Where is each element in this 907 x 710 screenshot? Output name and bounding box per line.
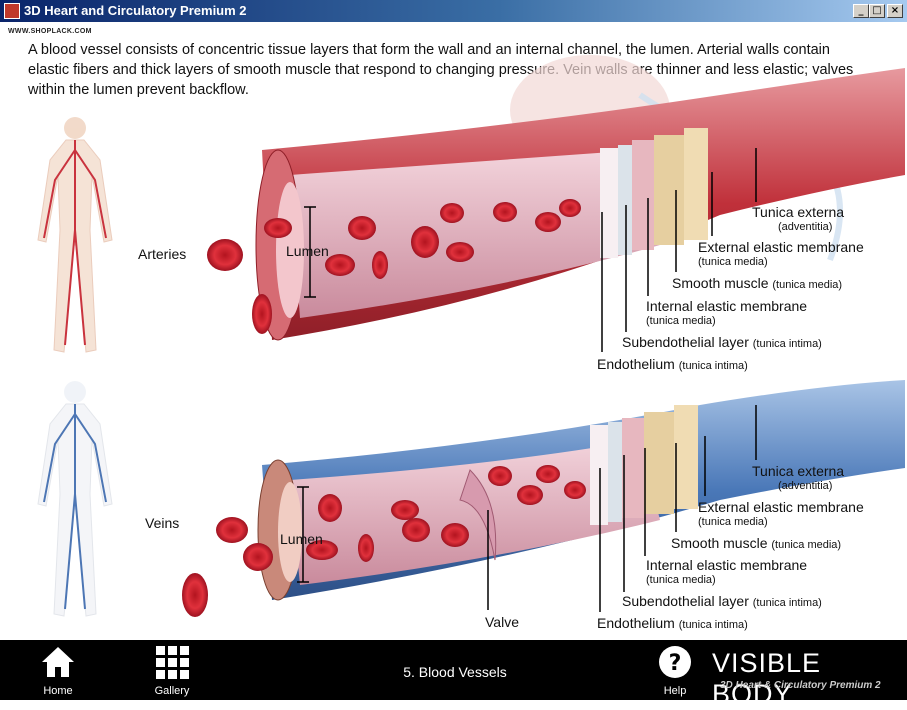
vein-internal-elastic-sub: (tunica media) — [646, 574, 716, 586]
maximize-button[interactable]: □ — [869, 4, 885, 18]
gallery-label: Gallery — [154, 685, 190, 697]
close-button[interactable]: × — [887, 4, 903, 18]
intro-text: A blood vessel consists of concentric ti… — [28, 42, 854, 98]
section-title: 5. Blood Vessels — [403, 664, 507, 680]
help-button[interactable]: ? Help — [645, 644, 705, 697]
red-blood-cells — [182, 199, 586, 617]
vein-body-figure — [37, 381, 113, 617]
home-icon — [42, 647, 74, 677]
artery-smooth-muscle-label: Smooth muscle (tunica media) — [672, 275, 843, 291]
artery-internal-elastic-label: Internal elastic membrane — [646, 298, 808, 314]
minimize-button[interactable]: _ — [853, 4, 869, 18]
artery-body-figure — [37, 117, 113, 353]
artery-external-elastic-sub: (tunica media) — [698, 256, 768, 268]
artery-lumen-label: Lumen — [286, 243, 329, 259]
artery-tunica-externa-sub: (adventitia) — [778, 221, 833, 233]
svg-text:?: ? — [669, 651, 682, 676]
home-button[interactable]: Home — [28, 644, 88, 697]
arteries-label: Arteries — [138, 246, 187, 262]
blood-vessel-illustration — [37, 55, 905, 617]
artery-leader-lines — [304, 148, 757, 352]
artery-external-elastic-label: External elastic membrane — [698, 239, 864, 255]
visible-body-logo: VISIBLE BODY — [712, 648, 822, 709]
vein-leader-lines — [297, 405, 757, 612]
bottom-navigation-bar: Home Gallery 5. Blood Vessels ? Help VIS… — [0, 640, 907, 709]
vein-smooth-muscle-label: Smooth muscle (tunica media) — [671, 535, 842, 551]
vein-internal-elastic-label: Internal elastic membrane — [646, 557, 808, 573]
window-title: 3D Heart and Circulatory Premium 2 — [24, 3, 247, 18]
help-label: Help — [663, 685, 687, 697]
vein-external-elastic-sub: (tunica media) — [698, 516, 768, 528]
vein-valve-label: Valve — [485, 614, 519, 630]
artery-endothelium-label: Endothelium (tunica intima) — [597, 356, 748, 372]
vein-endothelium-label: Endothelium (tunica intima) — [597, 615, 748, 631]
vein-external-elastic-label: External elastic membrane — [698, 499, 864, 515]
vein-lumen-label: Lumen — [280, 531, 323, 547]
home-label: Home — [43, 685, 73, 697]
window-titlebar: 3D Heart and Circulatory Premium 2 _ □ × — [0, 0, 907, 22]
artery-internal-elastic-sub: (tunica media) — [646, 315, 716, 327]
veins-label: Veins — [145, 515, 180, 531]
watermark: WWW.SHOPLACK.COM — [8, 28, 92, 35]
vein-tunica-externa-sub: (adventitia) — [778, 480, 833, 492]
product-name: 3D Heart & Circulatory Premium 2 — [720, 680, 881, 691]
gallery-grid-icon — [156, 646, 189, 679]
vein-tunica-externa-label: Tunica externa — [752, 463, 845, 479]
help-question-icon: ? — [659, 646, 691, 678]
gallery-button[interactable]: Gallery — [142, 644, 202, 697]
artery-subendothelial-label: Subendothelial layer (tunica intima) — [622, 334, 822, 350]
app-icon — [4, 3, 20, 19]
artery-tunica-externa-label: Tunica externa — [752, 204, 845, 220]
vein-subendothelial-label: Subendothelial layer (tunica intima) — [622, 593, 822, 609]
